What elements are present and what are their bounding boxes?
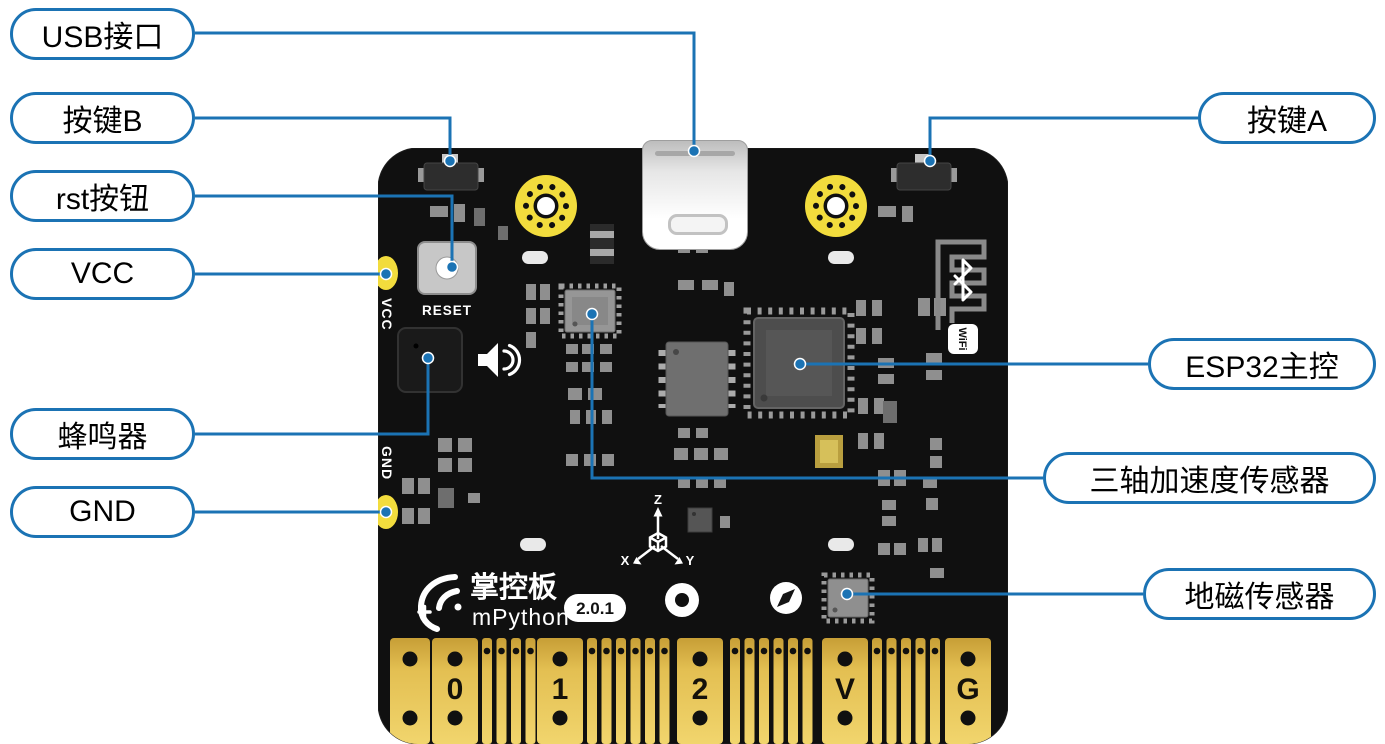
mpython-logo-icon: [417, 574, 462, 632]
edge-pad-label-g: G: [956, 673, 979, 706]
callout-esp32: ESP32主控: [1148, 338, 1376, 390]
axis-x-label: X: [621, 553, 630, 568]
vcc-silk-label: VCC: [379, 298, 395, 331]
buzzer: [397, 327, 463, 393]
reset-silk-label: RESET: [422, 303, 472, 318]
gold-component: [815, 435, 843, 468]
edge-pad-label-0: 0: [447, 673, 464, 706]
magnetometer-chip: [821, 572, 875, 624]
callout-accelerometer: 三轴加速度传感器: [1043, 452, 1376, 504]
logo-en-label: mPython: [472, 604, 570, 630]
usb-c-connector: [642, 140, 748, 250]
esp32-chip: [743, 307, 855, 419]
mounting-hole-right: [805, 175, 867, 237]
edge-connector: 0 1 2 V G: [390, 638, 991, 744]
wifi-logo-label: WiFi: [956, 327, 968, 350]
mounting-hole-left: [515, 175, 577, 237]
edge-pad-label-1: 1: [552, 673, 569, 706]
callout-usb-port: USB接口: [10, 8, 195, 60]
edge-pad-label-2: 2: [692, 673, 709, 706]
callout-vcc: VCC: [10, 248, 195, 300]
callout-gnd: GND: [10, 486, 195, 538]
axis-indicator-icon: [633, 507, 683, 565]
board-hole: [665, 583, 699, 617]
accelerometer-chip: [558, 283, 622, 339]
version-label: 2.0.1: [576, 599, 614, 618]
edge-pad-label-v: V: [835, 673, 855, 706]
small-ic: [687, 507, 713, 533]
logo-cn-label: 掌控板: [470, 571, 558, 604]
callout-buzzer: 蜂鸣器: [10, 408, 195, 460]
axis-y-label: Y: [686, 553, 695, 568]
callout-line-gnd: [195, 505, 393, 519]
reset-button: [417, 241, 477, 295]
callout-line-usb-port: [195, 31, 701, 158]
speaker-icon: [478, 343, 522, 377]
wifi-logo: WiFi: [948, 324, 978, 354]
callout-rst-button: rst按钮: [10, 170, 195, 222]
usb-connector-seam: [655, 151, 735, 156]
silk-ovals: [520, 251, 854, 551]
callout-magnetometer: 地磁传感器: [1143, 568, 1376, 620]
axis-z-label: Z: [654, 492, 662, 507]
bluetooth-icon: [953, 258, 973, 302]
callout-line-vcc: [195, 267, 393, 281]
gnd-silk-label: GND: [379, 446, 395, 480]
regulator-component: [590, 224, 614, 264]
version-badge: 2.0.1: [564, 594, 626, 622]
callout-button-a: 按键A: [1198, 92, 1376, 144]
compass-icon: [770, 582, 802, 614]
usb-connector-slot: [668, 214, 728, 235]
flash-chip: [658, 341, 736, 417]
callout-button-b: 按键B: [10, 92, 195, 144]
antenna-trace: [935, 239, 987, 330]
